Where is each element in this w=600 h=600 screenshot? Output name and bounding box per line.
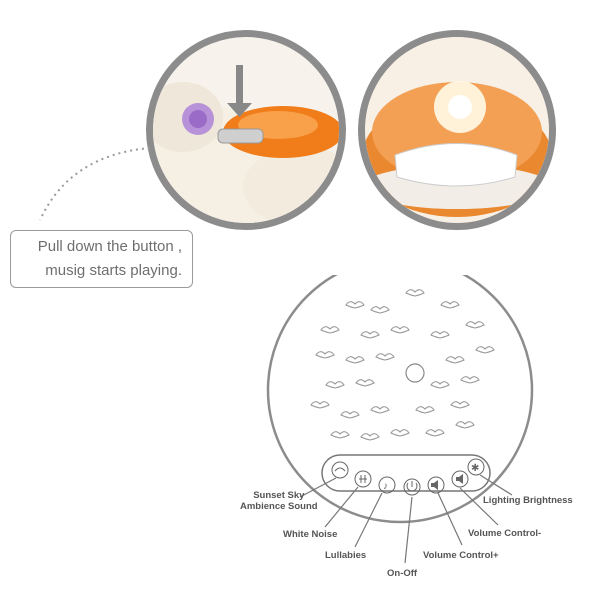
bat-mark (475, 346, 495, 354)
bat-mark (445, 356, 465, 364)
bat-mark (440, 301, 460, 309)
bat-mark (340, 411, 360, 419)
callout-connector (39, 147, 151, 221)
plush-photo-right (358, 30, 556, 230)
pointer-lines (299, 474, 513, 564)
bat-mark (320, 326, 340, 334)
white-noise-icon[interactable] (354, 470, 372, 488)
bat-mark (465, 321, 485, 329)
label-sunset-sky: Sunset Sky Ambience Sound (240, 490, 318, 512)
lamp-outline (266, 275, 534, 524)
label-lighting-brightness: Lighting Brightness (483, 495, 573, 506)
bat-mark (430, 381, 450, 389)
label-on-off: On-Off (387, 568, 418, 579)
bat-mark (330, 431, 350, 439)
label-volume-minus: Volume Control- (468, 528, 542, 539)
button-panel (321, 454, 491, 492)
bat-pattern (310, 289, 495, 441)
bat-mark (345, 301, 365, 309)
bat-mark (315, 351, 335, 359)
bat-mark (370, 306, 390, 314)
svg-text:✱: ✱ (471, 463, 479, 474)
brightness-icon[interactable]: ✱ (467, 458, 485, 476)
label-volume-plus: Volume Control+ (423, 550, 499, 561)
bat-mark (375, 353, 395, 361)
plush-pull-illustration (153, 65, 339, 223)
bat-mark (360, 433, 380, 441)
power-icon[interactable] (403, 478, 421, 496)
bat-mark (425, 429, 445, 437)
bat-mark (415, 406, 435, 414)
volume-plus-icon[interactable] (427, 476, 445, 494)
volume-minus-icon[interactable] (451, 470, 469, 488)
bat-mark (325, 381, 345, 389)
label-white-noise: White Noise (283, 529, 338, 540)
lamp-glow-illustration (365, 37, 549, 223)
svg-text:♪: ♪ (383, 481, 388, 492)
bat-mark (460, 376, 480, 384)
sunset-sky-icon[interactable] (331, 461, 349, 479)
bat-mark (360, 331, 380, 339)
bat-mark (310, 401, 330, 409)
bat-mark (390, 429, 410, 437)
callout-line-2: musig starts playing. (45, 262, 182, 279)
bat-mark (370, 406, 390, 414)
bat-mark (355, 379, 375, 387)
control-diagram: ♪ ✱ (266, 275, 534, 564)
bat-mark (455, 421, 475, 429)
bat-mark (405, 289, 425, 297)
bat-mark (450, 401, 470, 409)
callout-line-1: Pull down the button , (37, 238, 182, 255)
label-lullabies: Lullabies (325, 550, 367, 561)
plush-photo-left (146, 30, 346, 230)
moon-icon (405, 363, 425, 383)
lullabies-icon[interactable]: ♪ (378, 476, 396, 494)
bat-mark (390, 326, 410, 334)
bat-mark (430, 331, 450, 339)
bat-mark (345, 356, 365, 364)
instruction-callout: Pull down the button , musig starts play… (10, 230, 193, 288)
